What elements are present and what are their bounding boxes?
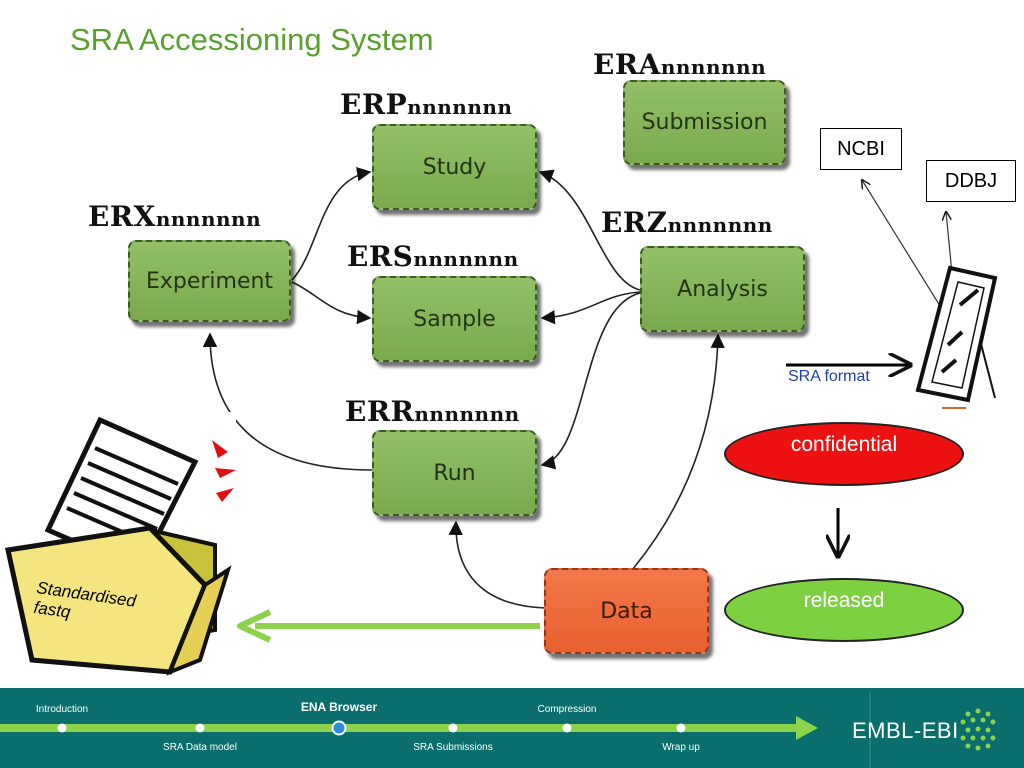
connector-analysis-run [540,291,646,470]
accession-label-erz: ERZnnnnnnn [601,206,773,239]
accession-suffix: nnnnnnn [407,95,513,119]
accession-suffix: nnnnnnn [660,55,767,79]
nav-introduction[interactable]: Introduction [35,704,89,715]
nav-ena-browser[interactable]: ENA Browser [300,700,378,714]
connector-analysis-study [538,169,641,291]
node-submission: Submission [623,80,786,165]
node-analysis: Analysis [640,246,805,332]
mirror-icon [915,265,998,409]
connector-analysis-sample [540,291,641,325]
node-sample: Sample [372,276,537,362]
accession-label-erp: ERPnnnnnnn [340,88,512,121]
nav-compression[interactable]: Compression [537,704,597,715]
connector-data-analysis [631,333,725,571]
node-experiment: Experiment [128,240,291,322]
accession-prefix: ERA [593,48,661,81]
nav-dot-sra-data-model[interactable] [195,723,205,733]
accession-prefix: ERS [347,240,414,273]
nav-dot-introduction[interactable] [57,723,67,733]
ddbj-box: DDBJ [926,160,1016,202]
connector-experiment-sample [291,281,372,325]
diagram-connectors [202,166,725,609]
nav-sra-submissions[interactable]: SRA Submissions [413,742,493,753]
nav-dot-wrap-up[interactable] [676,723,686,733]
released-oval: released [724,578,964,642]
node-data: Data [544,568,709,654]
nav-wrap-up[interactable]: Wrap up [662,742,700,753]
accession-prefix: ERZ [601,206,668,239]
accession-label-era: ERAnnnnnnn [593,48,766,81]
accession-prefix: ERR [345,395,415,428]
accession-suffix: nnnnnnn [667,213,773,237]
green-left-arrow [237,609,540,643]
folder-document-icon [0,412,236,682]
sra-format-label: SRA format [788,368,870,385]
node-study: Study [372,124,537,210]
accession-prefix: ERP [340,88,408,121]
accession-label-erx: ERXnnnnnnn [88,200,261,233]
accession-label-err: ERRnnnnnnn [345,395,520,428]
connector-experiment-study [291,166,372,281]
accession-label-ers: ERSnnnnnnn [347,240,519,273]
node-run: Run [372,430,537,516]
accession-suffix: nnnnnnn [413,247,519,271]
connector-run-experiment [202,332,373,471]
nav-dot-sra-submissions[interactable] [448,723,458,733]
accession-suffix: nnnnnnn [414,402,520,426]
accession-suffix: nnnnnnn [155,207,262,231]
confidential-oval: confidential [724,422,964,486]
nav-dot-ena-browser[interactable] [331,720,347,736]
embl-ebi-logo-mark [960,708,996,751]
ncbi-box: NCBI [820,128,902,170]
page-title: SRA Accessioning System [70,22,434,57]
connector-data-run [448,520,546,609]
nav-sra-data-model[interactable]: SRA Data model [163,742,237,753]
accession-prefix: ERX [88,200,156,233]
embl-ebi-logo-text: EMBL-EBI [852,718,959,743]
nav-dot-compression[interactable] [562,723,572,733]
